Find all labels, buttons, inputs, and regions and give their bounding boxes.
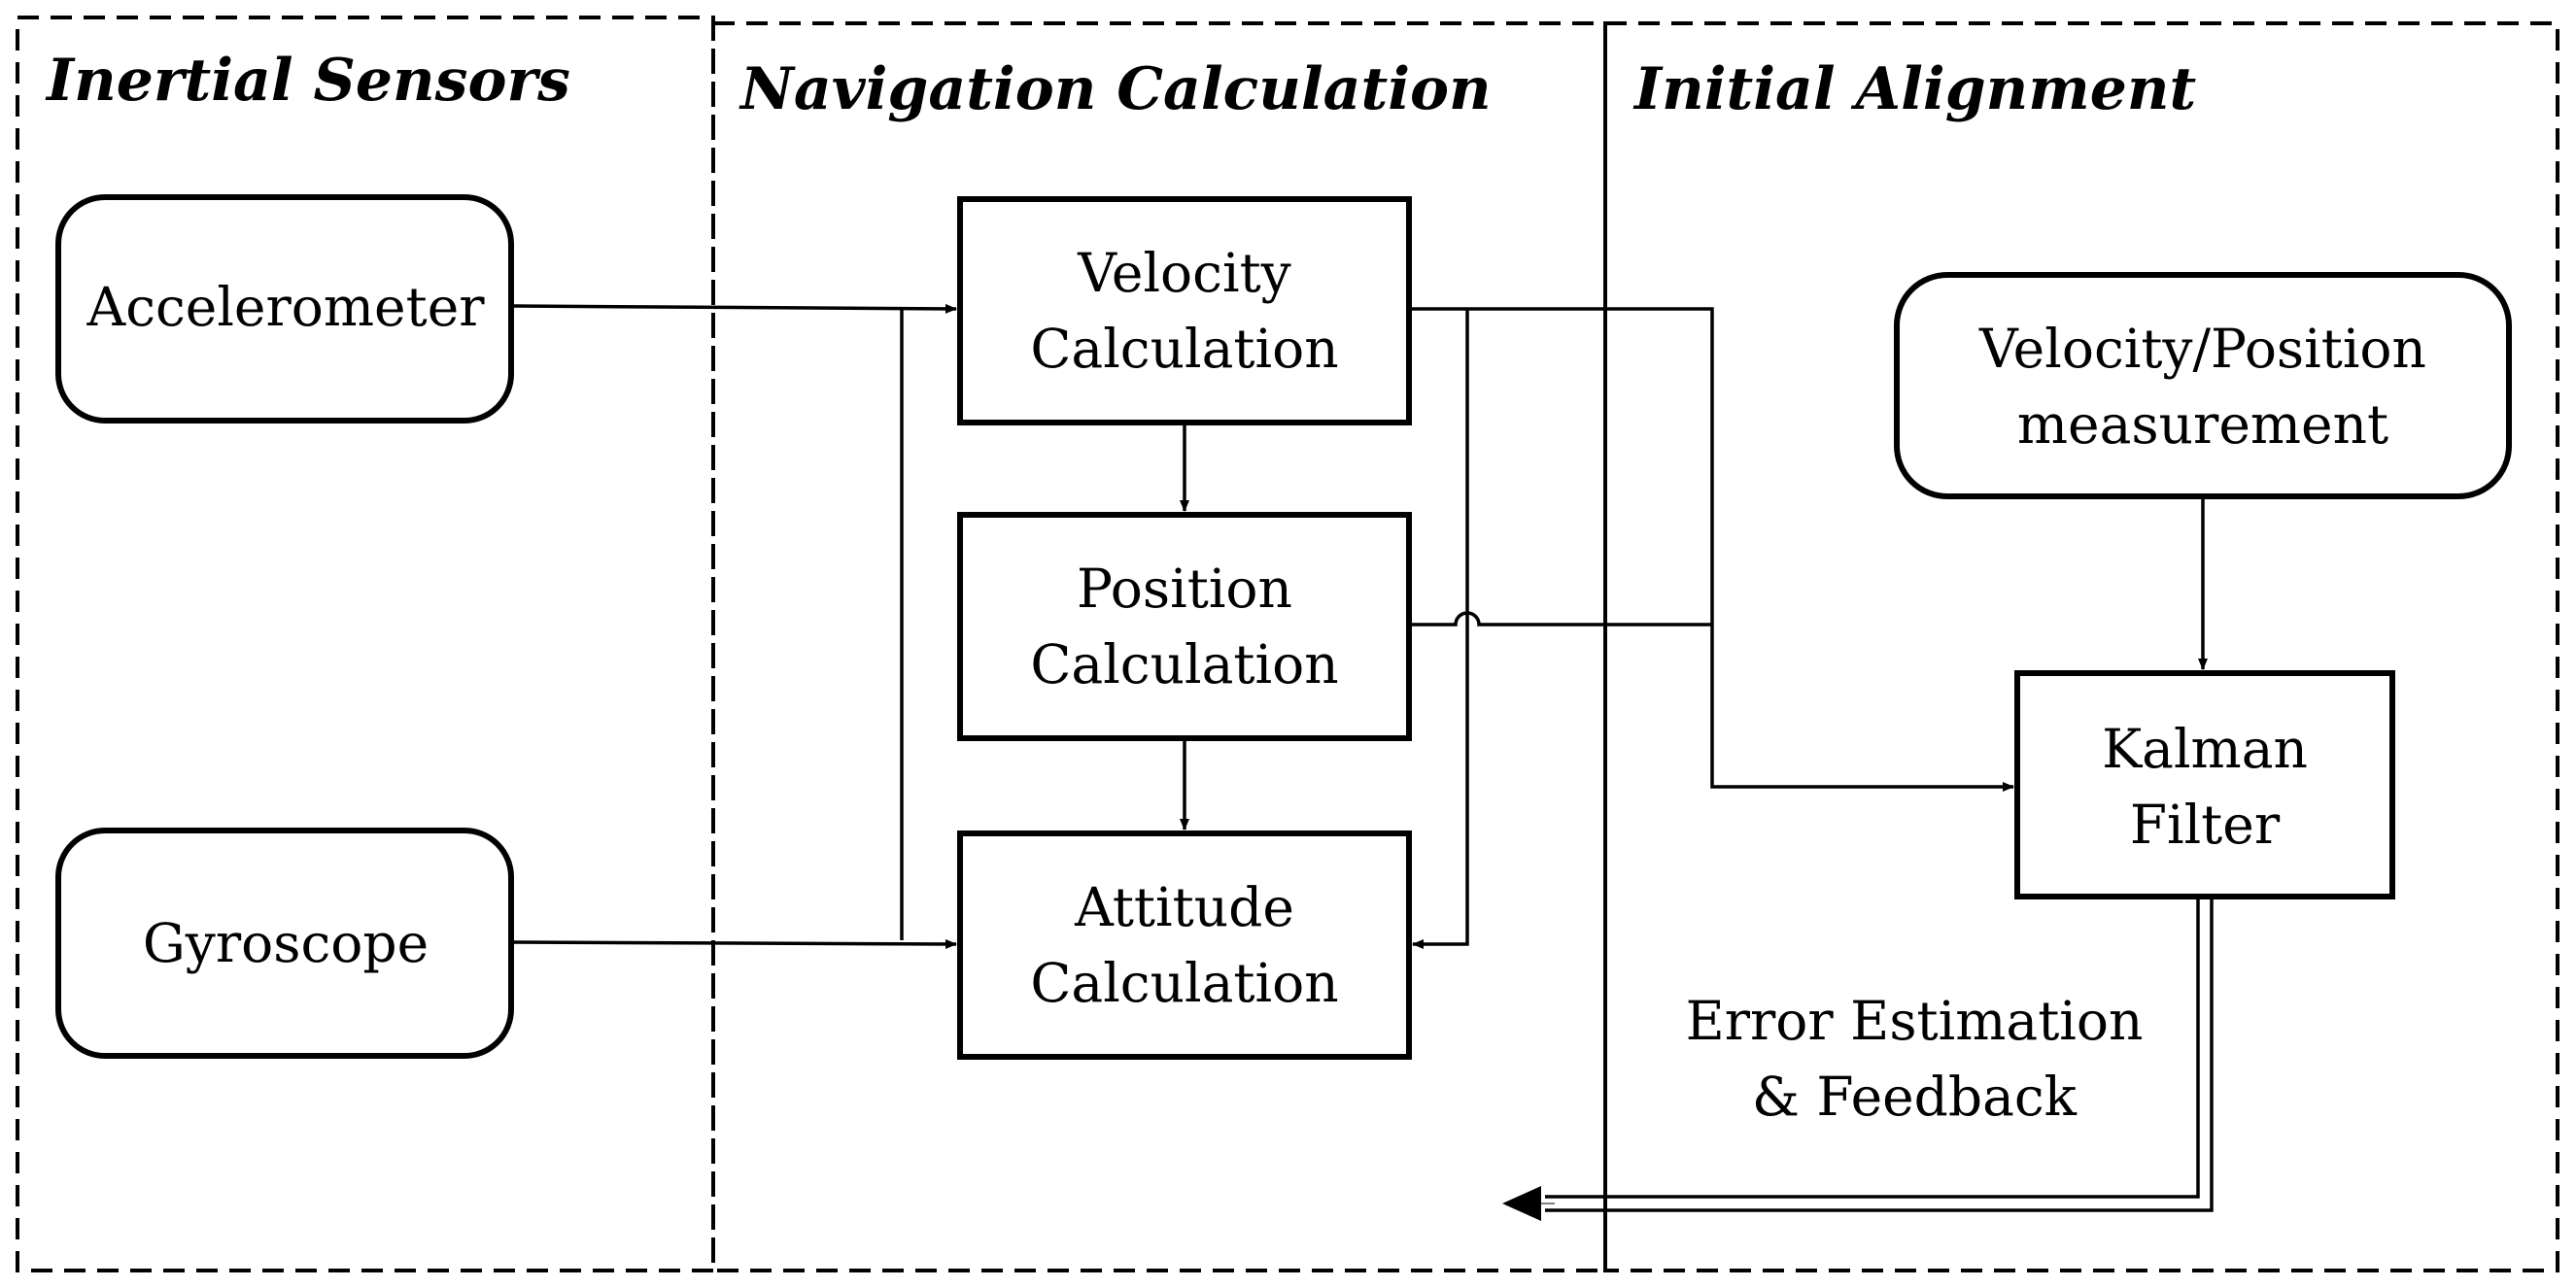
label-line: Position	[1077, 558, 1292, 620]
region-title-initial-alignment: Initial Alignment	[1632, 55, 2197, 123]
accelerometer-label: Accelerometer	[86, 276, 485, 338]
label-line: Filter	[2130, 794, 2281, 856]
label-line: Attitude	[1074, 876, 1294, 938]
gyroscope-block	[55, 828, 514, 1059]
label-line: Kalman	[2102, 718, 2308, 780]
gyroscope-label: Gyroscope	[143, 912, 429, 974]
velocity-calculation-block	[957, 196, 1412, 425]
position-calculation-block	[957, 512, 1412, 741]
label-line: Velocity/Position	[1978, 318, 2426, 380]
kalman-filter-block	[2014, 670, 2395, 899]
region-title-inertial-sensors: Inertial Sensors	[45, 47, 570, 115]
label-line: measurement	[2017, 393, 2388, 456]
error-estimation-feedback-label: Error Estimation & Feedback	[1686, 990, 2144, 1128]
region-title-navigation-calculation: Navigation Calculation	[738, 55, 1492, 123]
label-line: & Feedback	[1752, 1066, 2078, 1128]
velocity-position-measurement-block	[1894, 272, 2512, 499]
feedback-double-arrow	[1502, 898, 2214, 1221]
accelerometer-block	[55, 194, 514, 424]
velocity-position-measurement-label: Velocity/Position measurement	[1978, 318, 2426, 456]
attitude-calculation-block	[957, 830, 1412, 1060]
label-line: Gyroscope	[143, 912, 429, 974]
label-line: Accelerometer	[86, 276, 485, 338]
label-line: Velocity	[1077, 242, 1291, 304]
region-initial-alignment	[1603, 21, 2559, 1272]
label-line: Error Estimation	[1686, 990, 2144, 1052]
arrow-gyroscope-to-attitude	[512, 938, 957, 949]
label-line: Calculation	[1030, 633, 1338, 695]
label-line: Calculation	[1030, 952, 1338, 1014]
region-inertial-sensors	[16, 16, 715, 1272]
line-position-to-bus	[1411, 611, 1712, 627]
arrow-velocity-to-kalman	[1411, 307, 2014, 792]
region-navigation-calculation	[711, 21, 1607, 1272]
arrow-accelerometer-to-velocity	[512, 303, 957, 314]
label-line: Calculation	[1030, 318, 1338, 380]
connectors	[512, 303, 2208, 949]
arrow-velocity-to-attitude	[1412, 309, 1469, 949]
